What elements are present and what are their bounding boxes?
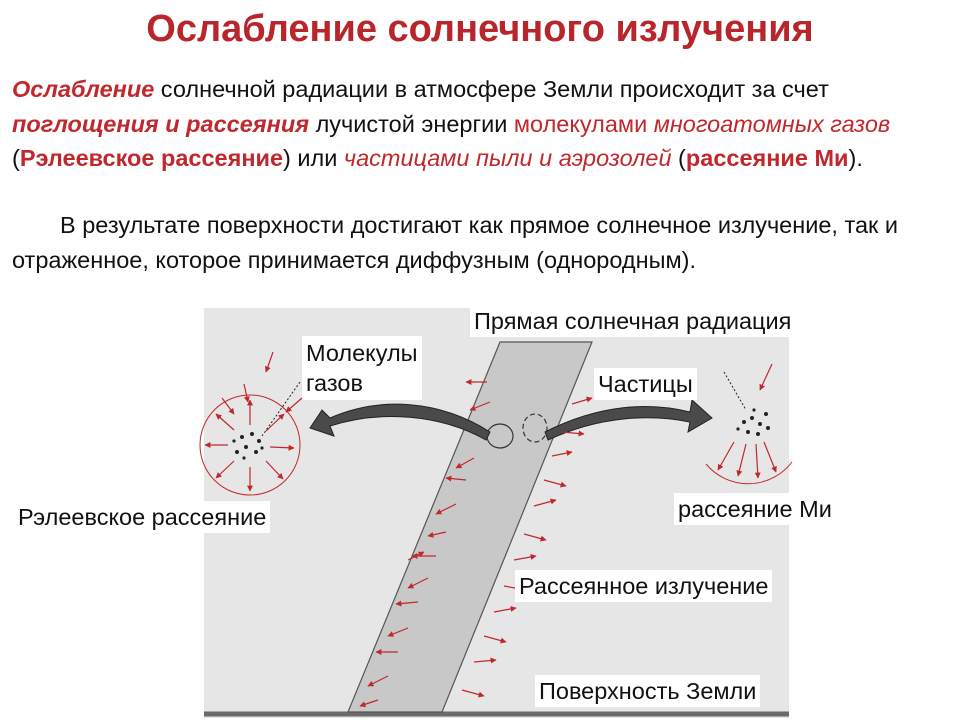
text-fragment: лучистой энергии (309, 110, 514, 137)
label-earth-surface: Поверхность Земли (535, 675, 761, 707)
label-mie-scattering: рассеяние Ми (674, 493, 836, 525)
term-attenuation: Ослабление (12, 76, 155, 102)
paragraph-attenuation: Ослабление солнечной радиации в атмосфер… (12, 72, 942, 176)
particle-circle (522, 413, 548, 443)
term-rayleigh: Рэлеевское рассеяние (19, 145, 284, 171)
mie-particles (736, 408, 770, 436)
term-absorption-scattering: поглощения и рассеяния (12, 110, 310, 137)
term-mie: рассеяние Ми (685, 145, 849, 171)
slide-title: Ослабление солнечного излучения (146, 8, 814, 50)
text-fragment: ( (12, 145, 20, 171)
term-molecules: молекулами (513, 110, 648, 137)
term-polyatomic-gases: многоатомных газов (653, 110, 891, 137)
label-particles: Частицы (594, 368, 697, 400)
label-direct-radiation: Прямая солнечная радиация (470, 305, 796, 337)
text-fragment: ) или (283, 145, 344, 171)
rayleigh-arrows (204, 351, 303, 492)
text-fragment: ( (671, 145, 686, 171)
term-particles: частицами пыли и аэрозолей (343, 145, 672, 171)
rayleigh-curved-arrow (309, 403, 491, 441)
rayleigh-scatter-circle (199, 394, 301, 496)
label-gas-molecules-line2: газов (306, 370, 363, 396)
direct-radiation-beam (347, 341, 593, 713)
text-fragment: ). (848, 145, 863, 171)
leader-line (261, 381, 301, 437)
mie-arrows (717, 363, 777, 479)
paragraph-result: В результате поверхности достигают как п… (12, 212, 898, 273)
rayleigh-molecules (232, 432, 264, 460)
mie-scatter-arc (705, 461, 793, 485)
label-scattered-radiation: Рассеянное излучение (515, 570, 773, 602)
leader-line (723, 371, 747, 411)
label-rayleigh-scattering: Рэлеевское рассеяние (14, 501, 271, 533)
label-gas-molecules: Молекулы газов (302, 336, 422, 400)
label-gas-molecules-line1: Молекулы (306, 340, 418, 366)
mie-curved-arrow (544, 399, 713, 441)
text-fragment: солнечной радиации в атмосфере Земли про… (154, 76, 829, 102)
